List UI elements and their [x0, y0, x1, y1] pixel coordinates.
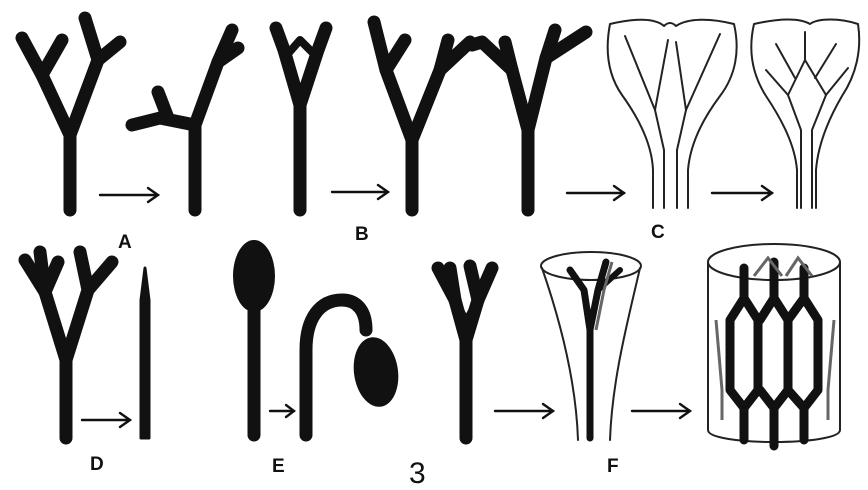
branch-f1	[438, 266, 492, 438]
planated-branch-b2	[374, 22, 470, 210]
branch-c1	[472, 30, 586, 210]
label-d: D	[90, 454, 104, 475]
arrow-d	[82, 413, 130, 427]
label-c: C	[651, 222, 665, 243]
reduced-needle-d2	[141, 268, 149, 438]
label-a: A	[118, 232, 132, 253]
recurved-sporangium-e2	[306, 300, 403, 435]
overtopped-branch-a2	[132, 30, 238, 210]
cylindrical-stele-f3	[708, 244, 840, 446]
arrow-a	[100, 188, 158, 202]
label-f: F	[607, 456, 619, 477]
arrow-e	[270, 405, 294, 417]
arrow-c2	[712, 186, 772, 200]
upright-sporangium-e1	[233, 240, 275, 435]
figure-number: 3	[409, 457, 426, 490]
webbed-leaf-c2	[608, 20, 737, 208]
arrow-b	[332, 185, 388, 199]
arrow-f1	[495, 404, 553, 418]
label-e: E	[272, 456, 285, 477]
arrow-c1	[567, 186, 624, 200]
arrow-f2	[632, 404, 690, 418]
dichotomous-branch-a1	[22, 18, 120, 210]
branch-d1	[25, 252, 112, 438]
reticulate-leaf-c3	[751, 20, 859, 209]
webbed-branch-b1	[276, 28, 326, 210]
funnel-stele-f2	[541, 252, 641, 440]
label-b: B	[355, 224, 369, 245]
